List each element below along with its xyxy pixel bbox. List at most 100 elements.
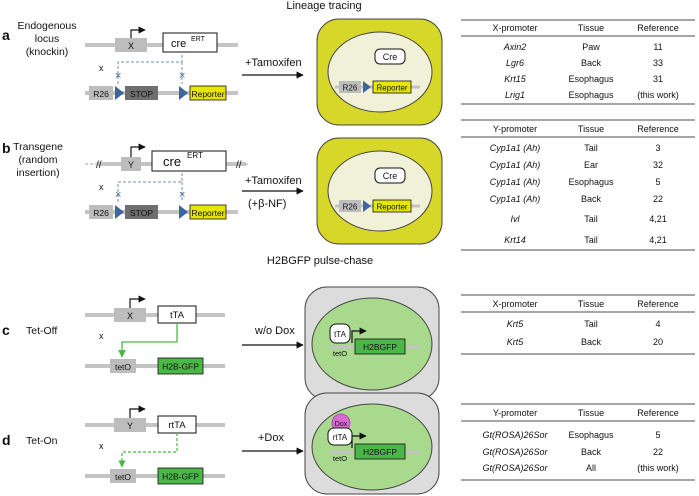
table-cell: Gt(ROSA)26Sor xyxy=(482,447,548,457)
table-cell: Paw xyxy=(582,42,600,52)
stop-box xyxy=(125,86,158,100)
table-cell: Krt5 xyxy=(507,337,525,347)
cell-reporter-label: H2BGFP xyxy=(363,447,397,457)
cell-factor-label: tTA xyxy=(334,330,347,339)
panel-label-line: Tet-Off xyxy=(26,325,57,337)
cell-operator-label: tetO xyxy=(333,454,347,463)
table-cell: Ear xyxy=(584,160,598,170)
promoter-label: X xyxy=(127,311,133,321)
table-header: X-promoter xyxy=(492,23,537,33)
driver-label: tTA xyxy=(170,310,185,321)
nucleus xyxy=(327,31,433,113)
table-cell: Axin2 xyxy=(503,42,527,52)
reporter-box xyxy=(189,204,227,220)
h2bgfp-box xyxy=(354,443,406,460)
table-cell: 5 xyxy=(655,430,660,440)
cell-operator-label: tetO xyxy=(333,349,347,358)
promoter-box xyxy=(121,157,141,171)
table-header: Reference xyxy=(637,299,679,309)
r26-box xyxy=(339,81,361,93)
table-cell: Back xyxy=(581,58,602,68)
table-cell: Krt5 xyxy=(507,319,525,329)
operator-label: tetO xyxy=(115,472,131,482)
table-cell: Cyp1a1 (Ah) xyxy=(490,177,541,187)
panel-letter: d xyxy=(2,432,11,448)
panel-label-line: locus xyxy=(35,33,60,45)
table-cell: Tail xyxy=(584,235,598,245)
table-header: Tissue xyxy=(578,23,604,33)
table-header: Reference xyxy=(637,408,679,418)
table-header: X-promoter xyxy=(492,299,537,309)
loxp-triangle-icon xyxy=(115,86,124,100)
driver-label: rtTA xyxy=(168,420,186,431)
table-cell: 4 xyxy=(655,319,660,329)
break-mark-icon: // xyxy=(236,160,242,171)
stop-box xyxy=(125,205,158,219)
cell-locus-label: R26 xyxy=(343,84,358,93)
table-cell: 22 xyxy=(653,447,663,457)
promoter-box xyxy=(114,418,146,432)
h2bgfp-box xyxy=(354,338,406,355)
table-cell: Back xyxy=(581,337,602,347)
table-cell: 20 xyxy=(653,337,663,347)
reporter-label: H2B-GFP xyxy=(162,362,199,372)
driver-superscript: ERT xyxy=(187,151,203,160)
panel-letter: b xyxy=(2,140,11,156)
panel-c: c Tet-Off X tTA x tetO H2B-GFP w/o Dox t… xyxy=(2,286,695,401)
table-header: Reference xyxy=(637,23,679,33)
r26-box xyxy=(89,205,113,219)
stop-label: STOP xyxy=(130,208,153,218)
h2b-gfp-box xyxy=(157,467,204,485)
transcription-arrow xyxy=(129,405,146,418)
transcription-arrow xyxy=(351,432,367,448)
table-cell: Tail xyxy=(584,319,598,329)
dashed-link xyxy=(117,171,183,202)
panel-letter: c xyxy=(2,322,10,338)
cell-drug-label: Dox xyxy=(335,421,348,428)
promoter-label: Y xyxy=(128,160,134,170)
table-cell: 5 xyxy=(655,177,660,187)
loxp-triangle-icon xyxy=(179,86,188,100)
lineage-tracing-header: Lineage tracing xyxy=(286,0,361,12)
locus-label: R26 xyxy=(93,208,109,218)
table-cell: Cyp1a1 (Ah) xyxy=(490,143,541,153)
cell-reporter-label: Reporter xyxy=(376,84,407,93)
panel-label-line: (knockin) xyxy=(26,46,69,58)
table-cell: 4,21 xyxy=(649,214,667,224)
table-cell: Back xyxy=(581,447,602,457)
transcription-arrow xyxy=(130,26,146,38)
table-cell: 11 xyxy=(653,42,662,52)
table-header: Tissue xyxy=(578,299,604,309)
activation-arrow-dashed xyxy=(118,433,178,468)
reporter-label: H2B-GFP xyxy=(162,472,199,482)
treatment-label: w/o Dox xyxy=(254,325,295,337)
r26-box xyxy=(89,86,113,100)
promoter-label: Y xyxy=(127,421,133,431)
panel-label-line: Endogenous xyxy=(18,20,77,32)
table-cell: Esophagus xyxy=(568,177,614,187)
table-cell: Back xyxy=(581,194,602,204)
table-cell: Krt14 xyxy=(504,235,526,245)
cell-factor-label: rtTA xyxy=(333,433,348,442)
table-cell: (this work) xyxy=(637,90,679,100)
driver-label: cre xyxy=(163,154,181,169)
promoter-label: X xyxy=(128,41,134,51)
promoter-box xyxy=(114,308,146,322)
cell-enzyme-label: Cre xyxy=(383,171,398,181)
cre-ert-box xyxy=(162,32,218,53)
activation-arrow xyxy=(118,323,178,358)
table-cell: Tail xyxy=(584,143,598,153)
table-cell: 31 xyxy=(653,74,663,84)
driver-superscript: ERT xyxy=(191,36,206,43)
teto-box xyxy=(110,359,136,373)
panel-label-line: (random xyxy=(18,154,57,166)
loxp-triangle-icon xyxy=(179,205,188,219)
transcription-arrow xyxy=(351,327,367,343)
table-cell: Krt15 xyxy=(504,74,527,84)
tta-protein xyxy=(329,323,351,344)
table-cell: 3 xyxy=(655,143,660,153)
cross-symbol: x xyxy=(99,182,104,192)
table-cell: 22 xyxy=(653,194,663,204)
reporter-box xyxy=(189,85,227,101)
loxp-triangle-icon xyxy=(363,81,371,93)
